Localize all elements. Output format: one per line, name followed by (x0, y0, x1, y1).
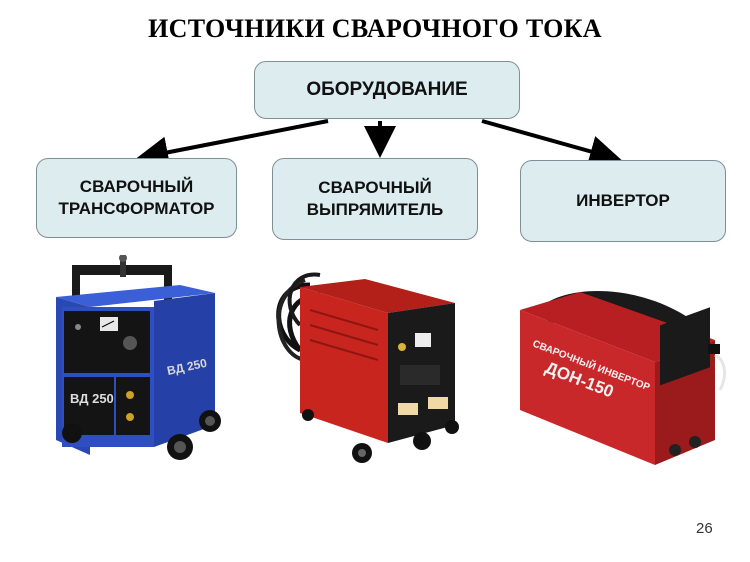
rectifier-photo (276, 272, 459, 463)
rectifier-label-line2: ВЫПРЯМИТЕЛЬ (306, 200, 444, 219)
equipment-label: ОБОРУДОВАНИЕ (306, 79, 468, 100)
equipment-box: ОБОРУДОВАНИЕ (254, 61, 520, 119)
inverter-photo: СВАРОЧНЫЙ ИНВЕРТОР ДОН-150 (520, 291, 727, 465)
transformer-photo: ВД 250 ВД 250 (56, 255, 221, 460)
page-number: 26 (696, 520, 713, 537)
transformer-box: СВАРОЧНЫЙ ТРАНСФОРМАТОР (36, 158, 237, 238)
arrow-to-transformer (136, 119, 329, 169)
rectifier-label-line1: СВАРОЧНЫЙ (318, 178, 432, 197)
arrow-to-inverter (481, 119, 622, 167)
transformer-label-line1: СВАРОЧНЫЙ (79, 177, 194, 196)
transformer-brand-label: ВД 250 (70, 391, 114, 406)
slide-title: ИСТОЧНИКИ СВАРОЧНОГО ТОКА (148, 14, 602, 43)
inverter-box: ИНВЕРТОР (520, 160, 726, 242)
rectifier-box: СВАРОЧНЫЙ ВЫПРЯМИТЕЛЬ (272, 158, 478, 240)
inverter-label: ИНВЕРТОР (576, 191, 670, 210)
transformer-label-line2: ТРАНСФОРМАТОР (58, 199, 215, 218)
